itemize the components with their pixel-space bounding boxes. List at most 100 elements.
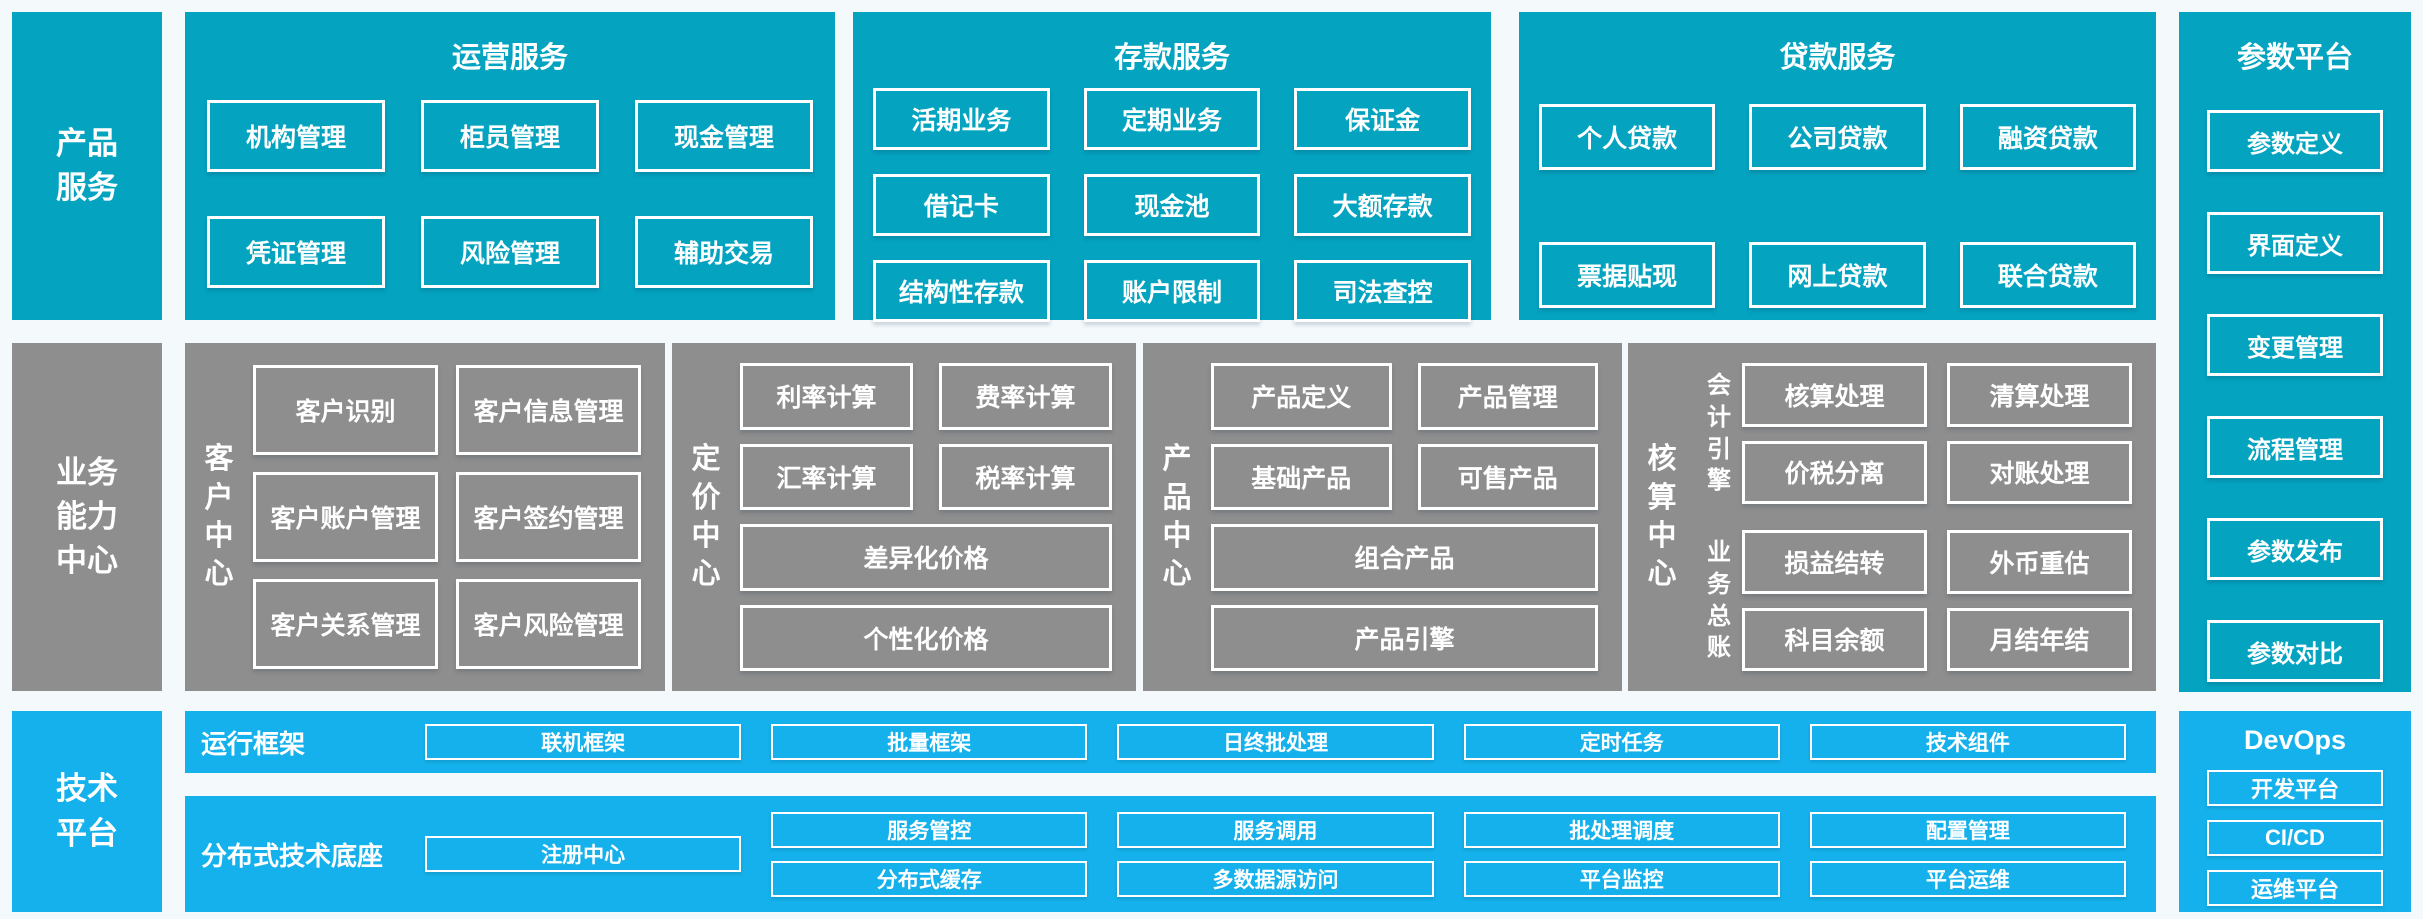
diagram-node-registry: 注册中心: [425, 836, 742, 872]
diagram-node: 保证金: [1294, 88, 1471, 150]
diagram-node: 融资贷款: [1959, 104, 2136, 170]
node-grid: 利率计算 费率计算 汇率计算 税率计算 差异化价格 个性化价格: [740, 343, 1136, 691]
node-grid: 客户识别 客户信息管理 客户账户管理 客户签约管理 客户关系管理 客户风险管理: [253, 343, 665, 691]
diagram-node: 司法查控: [1294, 260, 1471, 322]
diagram-node: 现金管理: [635, 100, 813, 172]
diagram-node: 定时任务: [1463, 724, 1780, 760]
section-title: 参数平台: [2236, 42, 2353, 74]
diagram-node: 参数发布: [2207, 518, 2383, 580]
node-grid: 核算处理 清算处理 价税分离 对账处理: [1742, 363, 2132, 504]
rail-product-services: 产品服务: [12, 12, 162, 320]
diagram-node: 产品管理: [1417, 363, 1598, 430]
diagram-node: 平台运维: [1809, 860, 2126, 897]
section-product-center: 产品中心 产品定义 产品管理 基础产品 可售产品 组合产品 产品引擎: [1143, 343, 1622, 691]
diagram-node: 凭证管理: [207, 216, 385, 288]
diagram-node: 联机框架: [425, 724, 742, 760]
diagram-node: 变更管理: [2207, 314, 2383, 376]
node-grid: 机构管理 柜员管理 现金管理 凭证管理 风险管理 辅助交易: [185, 76, 835, 288]
node-grid: 个人贷款 公司贷款 融资贷款 票据贴现 网上贷款 联合贷款: [1519, 76, 2156, 308]
diagram-node: 借记卡: [873, 174, 1050, 236]
diagram-node: 税率计算: [939, 443, 1112, 510]
diagram-node: 对账处理: [1947, 440, 2132, 504]
section-deposit-services: 存款服务 活期业务 定期业务 保证金 借记卡 现金池 大额存款 结构性存款 账户…: [853, 12, 1491, 322]
label-text: 产品中心: [1162, 443, 1192, 591]
diagram-node: 客户识别: [253, 365, 438, 455]
diagram-node: 损益结转: [1742, 530, 1927, 594]
diagram-node: 月结年结: [1947, 607, 2132, 671]
rail-business-capability: 业务能力中心: [12, 343, 162, 691]
bar-label: 运行框架: [201, 728, 306, 759]
diagram-node: 技术组件: [1809, 724, 2126, 760]
diagram-node: 风险管理: [421, 216, 599, 288]
diagram-node: 配置管理: [1809, 811, 2126, 848]
diagram-node: 定期业务: [1083, 88, 1261, 150]
diagram-node: 客户账户管理: [253, 472, 438, 562]
group-business-ledger: 业务总账 损益结转 外币重估 科目余额 月结年结: [1696, 530, 2132, 671]
diagram-node: 参数对比: [2207, 620, 2383, 682]
node-stack: 配置管理 平台运维: [1809, 811, 2126, 897]
section-pricing-center: 定价中心 利率计算 费率计算 汇率计算 税率计算 差异化价格 个性化价格: [672, 343, 1136, 691]
diagram-node: 个人贷款: [1539, 104, 1716, 170]
diagram-node: 活期业务: [873, 88, 1050, 150]
accounting-groups: 会计引擎 核算处理 清算处理 价税分离 对账处理 业务总账 损益结转 外币重估 …: [1696, 343, 2156, 691]
diagram-node: 运维平台: [2207, 870, 2383, 906]
node-row: 联机框架 批量框架 日终批处理 定时任务 技术组件: [425, 724, 2156, 760]
node-row: 注册中心 服务管控 分布式缓存 服务调用 多数据源访问 批处理调度 平台监控 配…: [425, 811, 2156, 897]
rail-label: 业务能力中心: [56, 454, 118, 578]
bar-distributed-base: 分布式技术底座 注册中心 服务管控 分布式缓存 服务调用 多数据源访问 批处理调…: [185, 796, 2156, 912]
diagram-node: 科目余额: [1742, 607, 1927, 671]
diagram-node: 辅助交易: [635, 216, 813, 288]
vertical-section-label: 客户中心: [185, 343, 253, 691]
diagram-node: 大额存款: [1294, 174, 1471, 236]
section-accounting-center: 核算中心 会计引擎 核算处理 清算处理 价税分离 对账处理 业务总账 损: [1628, 343, 2156, 691]
node-column: 参数定义 界面定义 变更管理 流程管理 参数发布 参数对比: [2179, 76, 2411, 682]
diagram-node: 客户关系管理: [253, 579, 438, 669]
section-title: DevOps: [2243, 725, 2347, 755]
diagram-node: 服务调用: [1117, 811, 1434, 848]
diagram-node: 开发平台: [2207, 770, 2383, 806]
label-text: 定价中心: [691, 443, 721, 591]
diagram-node: 组合产品: [1211, 524, 1598, 591]
diagram-node: 公司贷款: [1749, 104, 1926, 170]
label-text: 会计引擎: [1707, 372, 1731, 495]
diagram-node: 参数定义: [2207, 110, 2383, 172]
diagram-node: 客户风险管理: [456, 579, 641, 669]
label-text: 核算中心: [1647, 443, 1677, 591]
node-column: 开发平台 CI/CD 运维平台: [2179, 756, 2411, 906]
diagram-node: 利率计算: [740, 363, 913, 430]
diagram-node: 价税分离: [1742, 440, 1927, 504]
vertical-group-label: 业务总账: [1696, 530, 1742, 671]
diagram-node: 现金池: [1083, 174, 1261, 236]
vertical-group-label: 会计引擎: [1696, 363, 1742, 504]
diagram-node: 外币重估: [1947, 530, 2132, 594]
diagram-node: 核算处理: [1742, 363, 1927, 427]
bar-label: 分布式技术底座: [201, 840, 384, 871]
node-stack: 批处理调度 平台监控: [1463, 811, 1780, 897]
section-parameter-platform: 参数平台 参数定义 界面定义 变更管理 流程管理 参数发布 参数对比: [2179, 12, 2411, 692]
diagram-node: 账户限制: [1083, 260, 1261, 322]
diagram-node: CI/CD: [2207, 820, 2383, 856]
diagram-node: 日终批处理: [1117, 724, 1434, 760]
diagram-node: 清算处理: [1947, 363, 2132, 427]
diagram-node: 产品引擎: [1211, 604, 1598, 671]
diagram-node: 网上贷款: [1749, 242, 1926, 308]
section-operations-services: 运营服务 机构管理 柜员管理 现金管理 凭证管理 风险管理 辅助交易: [185, 12, 835, 320]
node-stack: 服务管控 分布式缓存: [771, 811, 1088, 897]
rail-label: 产品服务: [56, 125, 118, 205]
diagram-node: 差异化价格: [740, 524, 1112, 591]
diagram-node: 分布式缓存: [771, 860, 1088, 897]
diagram-node: 个性化价格: [740, 604, 1112, 671]
diagram-node: 结构性存款: [873, 260, 1050, 322]
section-customer-center: 客户中心 客户识别 客户信息管理 客户账户管理 客户签约管理 客户关系管理 客户…: [185, 343, 665, 691]
diagram-node: 费率计算: [939, 363, 1112, 430]
diagram-node: 基础产品: [1211, 443, 1392, 510]
diagram-node: 界面定义: [2207, 212, 2383, 274]
diagram-node: 流程管理: [2207, 416, 2383, 478]
rail-label: 技术平台: [56, 771, 118, 851]
section-title: 运营服务: [451, 42, 568, 74]
diagram-node: 票据贴现: [1539, 242, 1716, 308]
diagram-node: 可售产品: [1417, 443, 1598, 510]
diagram-node: 联合贷款: [1959, 242, 2136, 308]
bar-runtime-framework: 运行框架 联机框架 批量框架 日终批处理 定时任务 技术组件: [185, 711, 2156, 773]
label-text: 业务总账: [1707, 539, 1731, 662]
